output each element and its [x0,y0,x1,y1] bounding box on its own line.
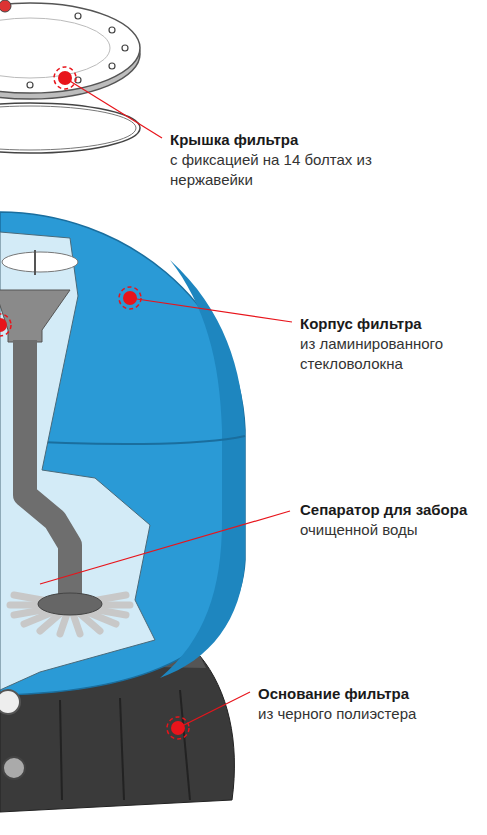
collector-pipe [25,340,70,595]
part-description: из ламинированного стекловолокна [300,334,480,374]
part-description: из черного полиэстера [258,704,480,724]
filter-body [0,212,245,695]
base-ribs [60,690,190,800]
tank-neck [2,252,78,272]
part-name: Крышка фильтра [170,130,410,150]
part-description: очищенной воды [300,520,482,540]
air-vent [34,250,36,275]
separator-hub [38,593,102,615]
filter-lid [0,3,140,93]
leader-lines [40,78,292,728]
callout-dots [0,67,189,739]
part-name: Корпус фильтра [300,314,480,334]
o-ring-inner [0,106,136,150]
lid-ring [0,18,110,78]
fitting [0,690,20,714]
fitting [3,757,25,779]
part-name: Основание фильтра [258,684,480,704]
lid-fitting [0,0,11,12]
o-ring [0,103,140,153]
part-name: Сепаратор для забора [300,500,482,520]
body-shade [160,260,245,678]
diffuser-funnel [0,290,70,342]
part-description: с фиксацией на 14 болтах из нержавейки [170,150,410,190]
lid-bolts [27,13,128,88]
